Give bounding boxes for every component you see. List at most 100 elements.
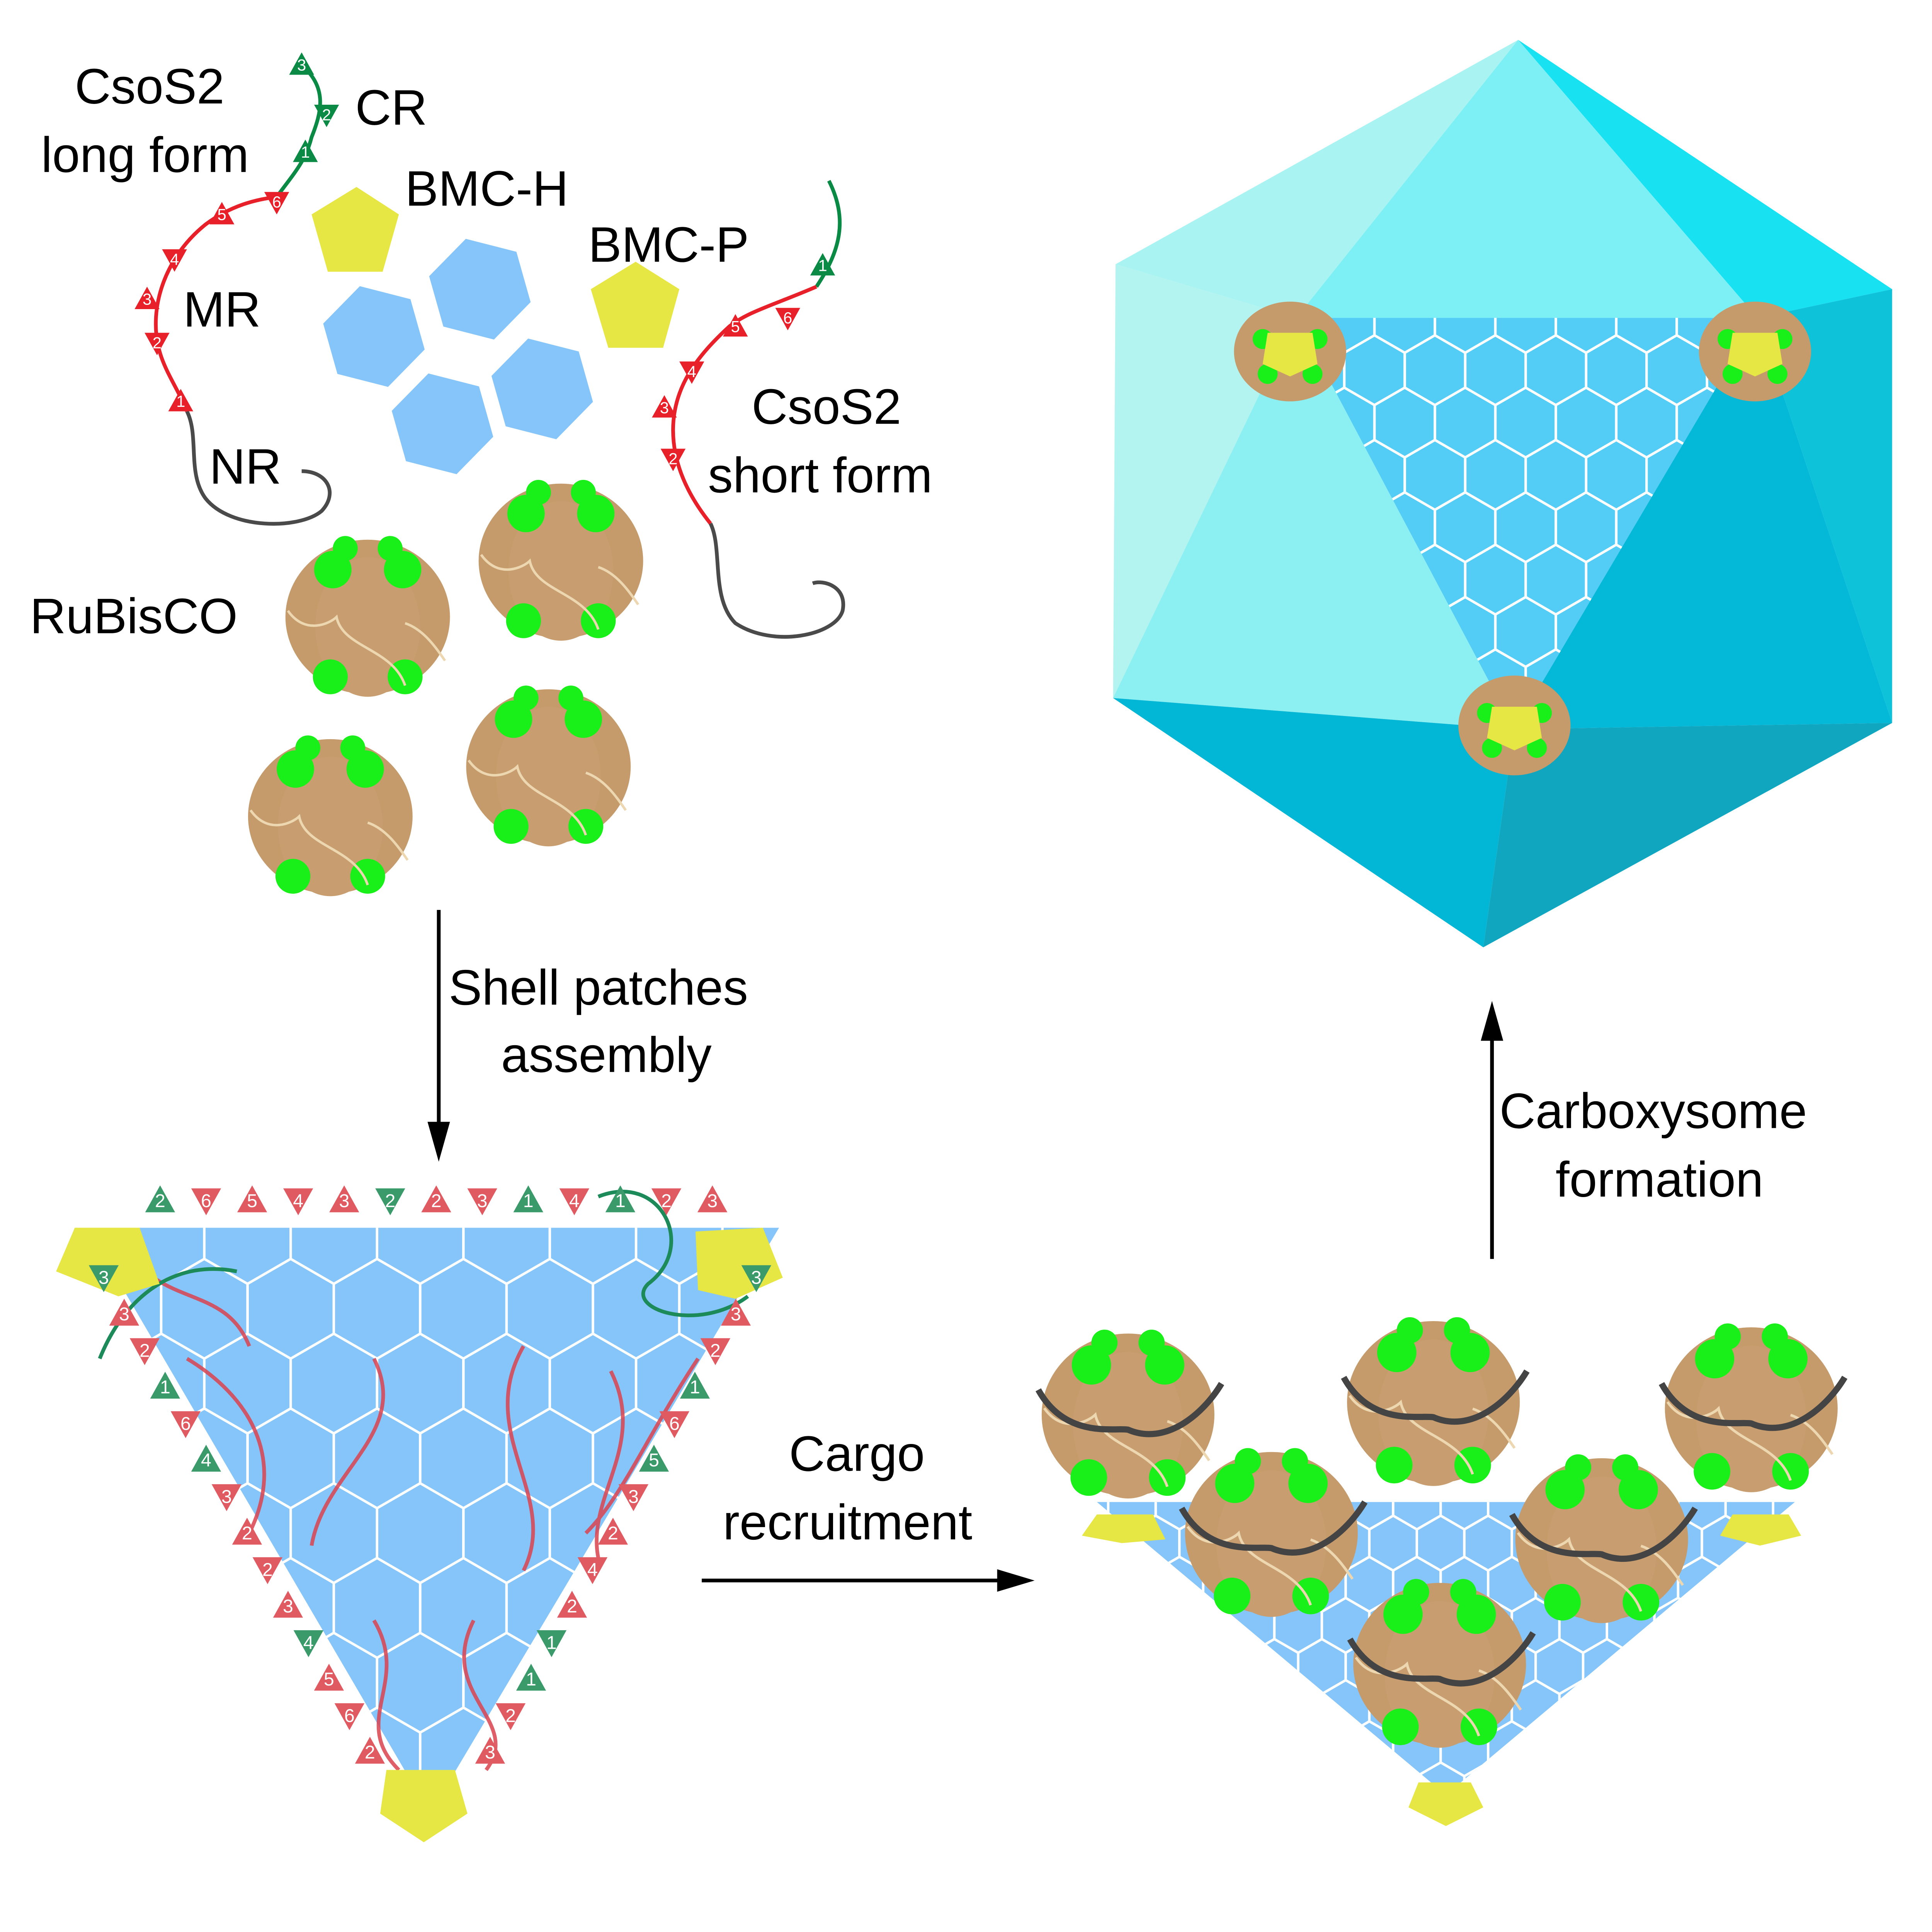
marker-number: 3 <box>297 56 306 74</box>
rubisco-groove <box>1186 1526 1354 1606</box>
bmc-h-hexagon <box>1107 1555 1157 1613</box>
marker-number: 4 <box>569 1190 580 1211</box>
rubisco-small-subunit <box>1444 1317 1470 1344</box>
binding-motif-marker: 5 <box>237 1185 267 1213</box>
triangle-marker-icon <box>129 1338 160 1365</box>
triangle-marker-icon <box>289 52 314 75</box>
rubisco-complex <box>1515 1454 1688 1623</box>
triangle-marker-icon <box>660 449 686 471</box>
marker-number: 4 <box>201 1450 211 1471</box>
binding-motif-marker: 3 <box>289 52 314 75</box>
binding-motif-marker: 1 <box>605 1185 636 1213</box>
binding-motif-marker: 1 <box>536 1630 567 1657</box>
triangle-marker-icon <box>88 1265 119 1293</box>
rubisco-small-subunit <box>1694 1453 1731 1490</box>
bmc-h-hexagon <box>1701 1596 1751 1655</box>
bmc-h-hexagon <box>1558 1761 1608 1795</box>
rubisco-small-subunit <box>333 536 358 561</box>
label-formation: formation <box>1556 1152 1764 1208</box>
label-carboxysome: Carboxysome <box>1500 1083 1807 1139</box>
binding-motif-marker: 3 <box>109 1299 139 1326</box>
label-bmc-h: BMC-H <box>405 161 568 216</box>
rubisco-complex <box>1041 1330 1214 1499</box>
marker-number: 6 <box>201 1190 211 1211</box>
bmc-h-hexagon <box>1273 1679 1323 1737</box>
marker-number: 1 <box>526 1669 536 1690</box>
binding-motif-marker: 3 <box>697 1185 728 1213</box>
marker-number: 3 <box>751 1267 762 1288</box>
triangle-marker-icon <box>191 1444 221 1472</box>
rubisco-small-subunit <box>313 659 348 694</box>
rubisco-groove <box>1355 1656 1522 1736</box>
rubisco-small-subunit <box>571 480 596 505</box>
binding-motif-marker: 4 <box>293 1630 324 1657</box>
bmc-h-hexagon <box>1629 1720 1680 1778</box>
label-bmc-p: BMC-P <box>588 217 749 272</box>
rubisco-complex <box>466 685 631 847</box>
bmc-h-hexagon <box>1225 1679 1276 1737</box>
triangle-marker-icon <box>536 1630 567 1657</box>
bmc-h-hexagon <box>1320 1761 1371 1795</box>
bmc-h-hexagon <box>1724 1555 1774 1613</box>
binding-motif-marker: 3 <box>721 1299 751 1326</box>
binding-motif-marker: 2 <box>129 1338 160 1365</box>
binding-motif-marker: 2 <box>495 1703 526 1730</box>
marker-number: 6 <box>783 309 792 327</box>
label-long-form: long form <box>41 127 249 183</box>
triangle-marker-icon <box>559 1188 590 1216</box>
binding-motif-marker: 2 <box>314 104 339 128</box>
triangle-marker-icon <box>293 1630 324 1657</box>
triangle-marker-icon <box>577 1557 608 1584</box>
label-shell-patches: Shell patches <box>449 960 748 1015</box>
marker-number: 2 <box>155 1190 165 1211</box>
bmc-h-hexagon <box>1558 1679 1608 1737</box>
rubisco-small-subunit <box>1450 1579 1476 1605</box>
bmc-h-hexagon <box>1677 1720 1727 1778</box>
bmc-h-hexagon <box>323 286 425 387</box>
rubisco-small-subunit <box>526 480 551 505</box>
triangle-marker-icon <box>168 389 194 412</box>
bmc-h-hexagon <box>634 1631 724 1734</box>
triangle-marker-icon <box>314 104 339 128</box>
triangle-marker-icon <box>162 249 187 272</box>
binding-motif-marker: 3 <box>273 1590 303 1618</box>
rubisco-small-subunit <box>1565 1454 1592 1481</box>
marker-number: 2 <box>262 1559 273 1580</box>
triangle-marker-icon <box>679 361 704 384</box>
rubisco-small-subunit <box>1482 738 1502 758</box>
bmc-h-hexagon <box>1653 1596 1703 1655</box>
triangle-marker-icon <box>375 1188 405 1216</box>
marker-number: 1 <box>615 1190 626 1211</box>
binding-motif-marker: 6 <box>659 1411 690 1438</box>
bmc-h-hexagon <box>1131 1596 1181 1655</box>
binding-motif-marker: 2 <box>660 449 686 471</box>
rubisco-core <box>496 707 601 847</box>
marker-number: 2 <box>668 450 677 468</box>
binding-motif-marker: 3 <box>134 286 160 309</box>
triangle-marker-icon <box>237 1185 267 1213</box>
binding-motif-marker: 6 <box>334 1703 365 1730</box>
binding-motif-marker: 1 <box>168 389 194 412</box>
rubisco-complex <box>1665 1323 1838 1492</box>
triangle-marker-icon <box>475 1736 505 1764</box>
bmc-p-pentagon <box>56 1228 160 1296</box>
bmc-h-hexagon <box>721 1631 779 1734</box>
triangle-marker-icon <box>605 1185 636 1213</box>
triangle-marker-icon <box>109 1299 139 1326</box>
triangle-marker-icon <box>211 1484 242 1511</box>
marker-number: 6 <box>669 1413 680 1434</box>
triangle-marker-icon <box>145 1185 175 1213</box>
bmc-h-hexagon <box>1605 1761 1656 1795</box>
triangle-marker-icon <box>651 1188 682 1216</box>
marker-number: 6 <box>272 193 281 211</box>
binding-motif-marker: 2 <box>232 1517 262 1545</box>
bmc-h-hexagon <box>678 1407 767 1510</box>
triangle-marker-icon <box>618 1484 649 1511</box>
rubisco-small-subunit <box>1762 1323 1788 1350</box>
csos2-nr-strand <box>1179 1500 1368 1556</box>
binding-motif-marker: 1 <box>293 139 318 162</box>
bmc-h-hexagon <box>246 1706 335 1809</box>
binding-motif-marker: 4 <box>577 1557 608 1584</box>
triangle-marker-icon <box>639 1444 669 1472</box>
